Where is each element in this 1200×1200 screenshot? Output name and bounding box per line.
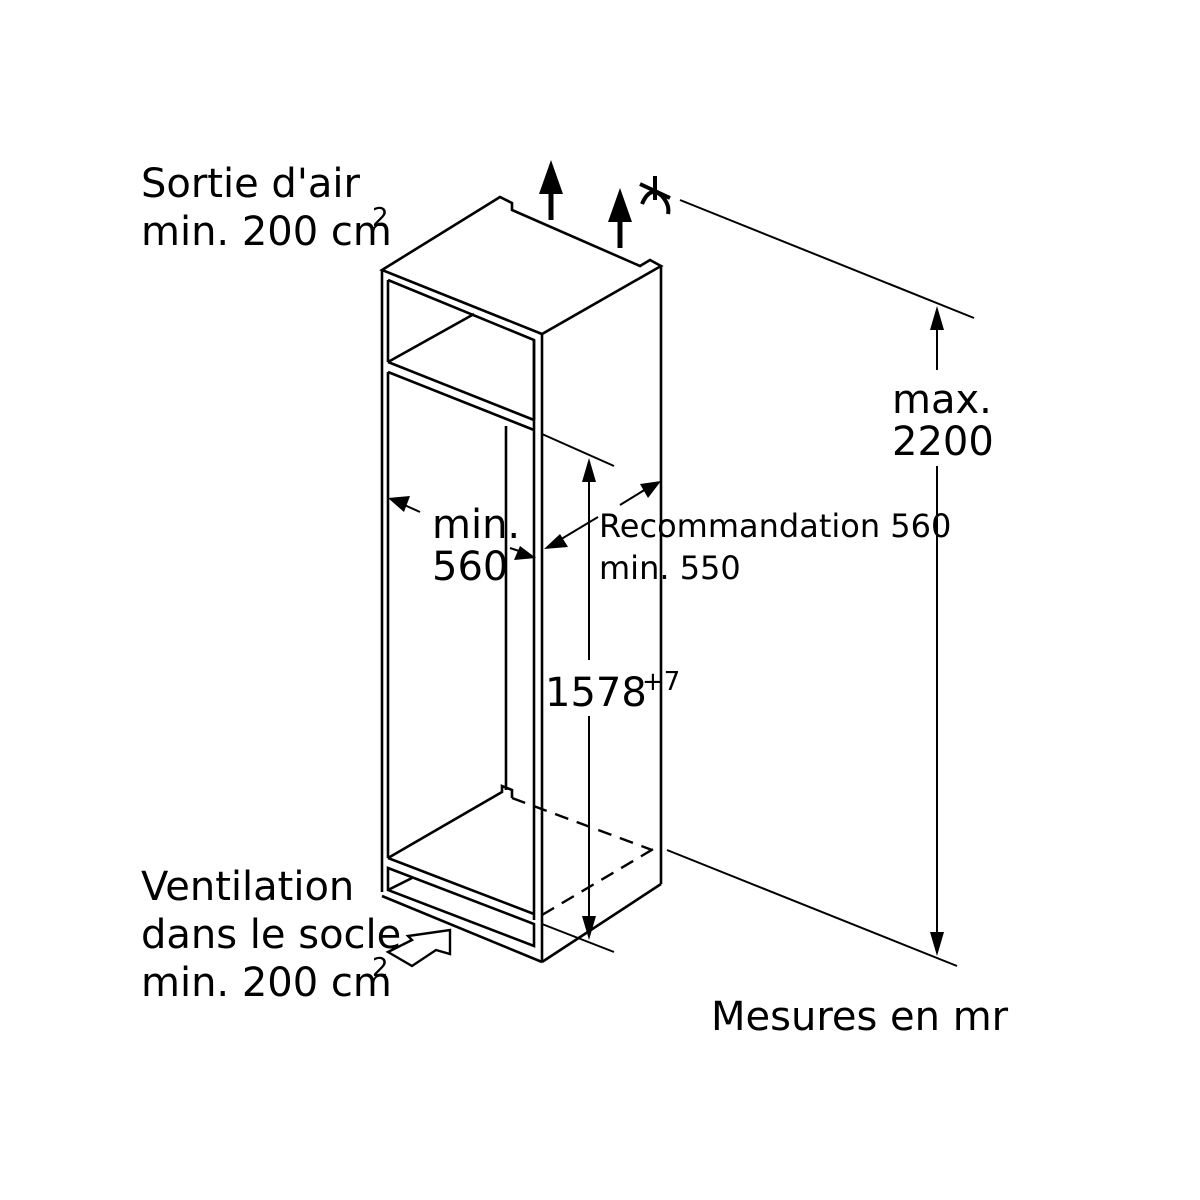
niche-height-value: 1578	[545, 670, 647, 716]
arrow-up-icon	[608, 188, 632, 248]
depth-line2: min. 550	[599, 549, 741, 587]
niche-height-tolerance: +7	[642, 667, 680, 697]
ventilation-superscript: 2	[372, 953, 389, 983]
niche-width-line2: 560	[432, 544, 508, 590]
niche-height-label: 1578 +7	[545, 667, 680, 716]
max-height-dimension	[666, 199, 975, 967]
ventilation-label: Ventilation dans le socle min. 200 cm 2	[141, 864, 401, 1006]
break-mark-icon	[639, 176, 671, 215]
niche-width-dimension	[388, 496, 536, 560]
clip-mask	[1026, 990, 1200, 1050]
air-outlet-line1: Sortie d'air	[141, 161, 360, 207]
units-note: Mesures en mr	[711, 994, 1009, 1040]
depth-label: Recommandation 560 min. 550	[599, 507, 951, 587]
max-height-line1: max.	[892, 377, 992, 423]
max-height-label: max. 2200	[892, 377, 994, 465]
air-outlet-line2: min. 200 cm	[141, 209, 392, 255]
ventilation-line2: dans le socle	[141, 912, 401, 958]
hollow-arrow-icon	[385, 928, 452, 968]
niche-width-label: min. 560	[432, 502, 520, 590]
max-height-line2: 2200	[892, 419, 994, 465]
air-outflow-arrows	[539, 160, 632, 248]
air-outlet-superscript: 2	[372, 203, 389, 233]
arrow-up-icon	[539, 160, 563, 220]
niche-width-line1: min.	[432, 502, 520, 548]
niche-height-dimension	[582, 458, 596, 940]
cabinet-drawing	[379, 195, 664, 964]
niche-depth-dimension	[544, 481, 661, 549]
depth-line1: Recommandation 560	[599, 507, 951, 545]
ventilation-line1: Ventilation	[141, 864, 354, 910]
ventilation-line3: min. 200 cm	[141, 960, 392, 1006]
air-outlet-label: Sortie d'air min. 200 cm 2	[141, 161, 392, 255]
